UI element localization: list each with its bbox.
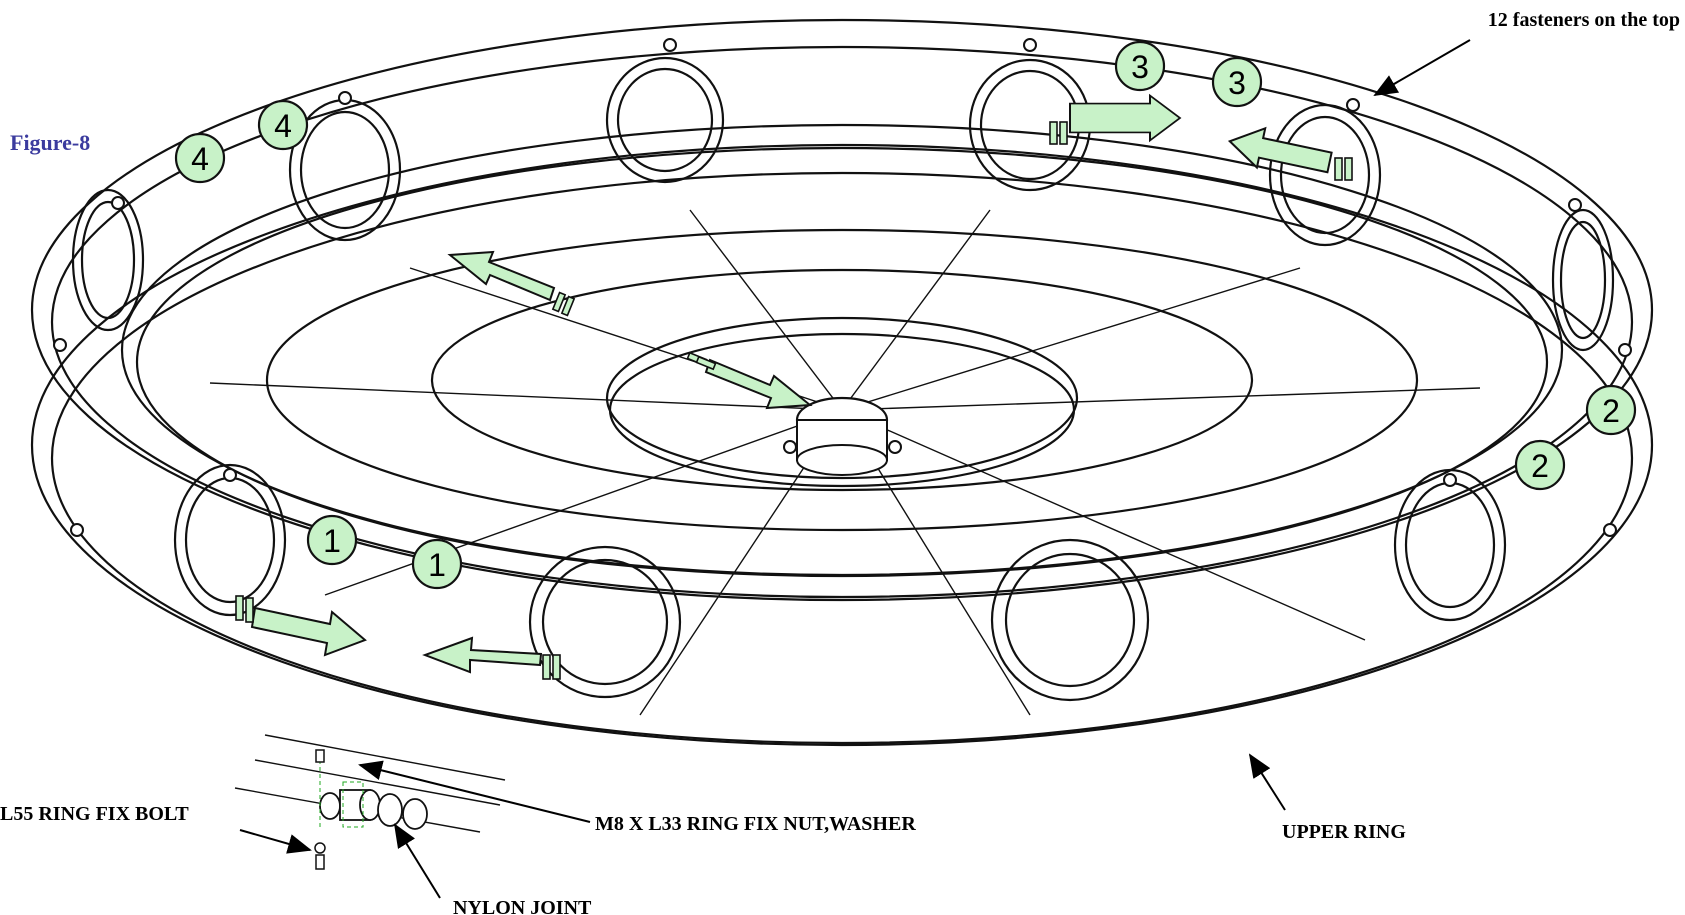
arrow-left-top bbox=[1227, 126, 1353, 181]
label-upper-ring: UPPER RING bbox=[1282, 821, 1406, 843]
callout-1: 1 bbox=[306, 514, 358, 566]
callout-2b-label: 2 bbox=[1531, 448, 1549, 484]
arrow-right-bottom bbox=[235, 595, 367, 657]
callout-3b: 3 bbox=[1211, 56, 1263, 108]
inner-frame bbox=[265, 228, 1419, 532]
joint-detail bbox=[234, 734, 506, 870]
label-fix-bolt: L55 RING FIX BOLT bbox=[0, 803, 189, 825]
arrow-upleft-mid bbox=[447, 250, 576, 317]
callout-4: 4 bbox=[257, 99, 309, 151]
top-fasteners bbox=[53, 38, 1632, 537]
callout-3: 3 bbox=[1114, 40, 1166, 92]
callout-4b: 4 bbox=[174, 132, 226, 184]
label-nylon-joint: NYLON JOINT bbox=[453, 897, 592, 915]
callout-1b-label: 1 bbox=[428, 547, 446, 583]
direction-arrows bbox=[235, 93, 1353, 680]
callout-3b-label: 3 bbox=[1228, 65, 1246, 101]
callout-3-label: 3 bbox=[1131, 49, 1149, 85]
label-fasteners-top: 12 fasteners on the top bbox=[1488, 9, 1680, 31]
arrow-left-bottom bbox=[422, 636, 561, 680]
callout-2b: 2 bbox=[1514, 439, 1566, 491]
callout-2-label: 2 bbox=[1602, 393, 1620, 429]
upper-ring-frame bbox=[30, 18, 1654, 747]
callout-1b: 1 bbox=[411, 538, 463, 590]
figure-label: Figure-8 bbox=[10, 130, 90, 155]
arrow-right-top bbox=[1049, 93, 1182, 145]
leader-lines bbox=[239, 39, 1471, 899]
spokes bbox=[209, 209, 1481, 716]
ring-loops bbox=[71, 56, 1615, 702]
arrow-downright-mid bbox=[686, 351, 813, 410]
label-fix-nut: M8 X L33 RING FIX NUT,WASHER bbox=[595, 813, 916, 835]
callout-4b-label: 4 bbox=[191, 141, 209, 177]
callouts: 1 1 2 2 3 3 4 4 bbox=[174, 40, 1637, 590]
callout-1-label: 1 bbox=[323, 523, 341, 559]
center-clamp bbox=[783, 396, 902, 476]
callout-2: 2 bbox=[1585, 384, 1637, 436]
callout-4-label: 4 bbox=[274, 108, 292, 144]
